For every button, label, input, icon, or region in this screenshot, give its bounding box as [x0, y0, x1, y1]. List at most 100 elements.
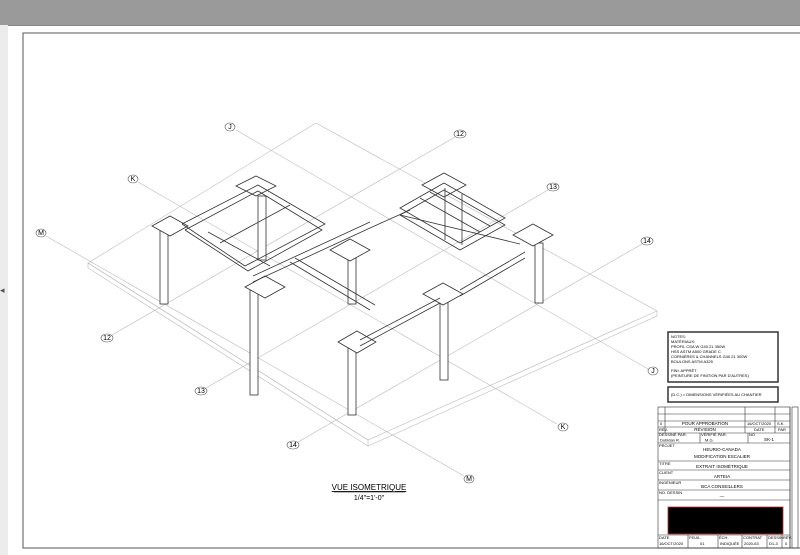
drawing-text: RÉVISION — [694, 426, 716, 432]
drawing-line — [359, 297, 441, 341]
drawing-text: CLIENT — [659, 470, 674, 475]
sheet-title: EXTRAIT ISOMÉTRIQUE — [696, 463, 748, 469]
grid-bubble-j: J — [647, 366, 659, 376]
drawing-text: PROJET — [659, 443, 675, 448]
view-scale: 1/4"=1'-0" — [354, 495, 385, 502]
drawing-text: 12 — [103, 335, 111, 342]
drawing-line — [207, 231, 271, 267]
drawing-text: RÉV. — [659, 427, 668, 432]
grid-bubble-12: 12 — [453, 129, 467, 139]
checked-by: M.G. — [705, 438, 714, 443]
grid-bubble-12: 12 — [100, 333, 114, 343]
drawing-line — [181, 184, 326, 267]
job-number: 2020-63 — [744, 541, 759, 546]
drawing-text: NO. DESSIN — [659, 490, 682, 495]
drawing-line — [194, 386, 208, 396]
rev-description: POUR APPROBATION — [682, 421, 728, 426]
client: ARTEIA — [714, 474, 730, 479]
drawing-text: VÉRIFIÉ PAR: — [701, 432, 727, 437]
drawing-number: SK-1 — [764, 437, 775, 442]
grid-bubble-13: 13 — [194, 386, 208, 396]
drawing-text: 14 — [289, 442, 297, 449]
drawing-line — [294, 257, 376, 306]
drawing-text: INGÉNIEUR — [659, 480, 681, 485]
drawing-line — [127, 174, 139, 184]
drawing-text: K — [561, 424, 566, 431]
engineer: BCA CONSEILLERS — [701, 484, 743, 489]
grid-bubble-k: K — [557, 422, 569, 432]
drawing-line — [791, 406, 799, 549]
drawn-by: Dubidan R. — [660, 438, 680, 443]
drawing-line — [35, 228, 47, 238]
drawing-text: FINI: APPRÊT — [671, 368, 697, 373]
grid-line-13 — [205, 189, 549, 389]
drawing-line — [399, 182, 506, 244]
sheet-number: 01 — [700, 541, 705, 546]
drawing-line — [184, 190, 323, 272]
drawing-text: M — [466, 476, 472, 483]
drawing-line — [252, 221, 371, 277]
drawing-line — [647, 366, 659, 376]
grid-bubble-13: 13 — [546, 182, 560, 192]
drawing-text: J — [228, 124, 232, 131]
chevron-left-icon[interactable]: ◂ — [0, 285, 5, 295]
drawing-line — [399, 189, 506, 251]
drawing-text: NOTES: — [671, 334, 686, 339]
project-name: HEURIO-CANADA — [703, 447, 741, 452]
dwg-number: D1-3 — [769, 541, 778, 546]
drawing-line — [429, 191, 491, 227]
drawing-line — [667, 386, 779, 403]
drawing-line — [640, 236, 654, 246]
viewer-toolbar — [0, 0, 800, 26]
drawing-text: RÉV. — [783, 535, 792, 540]
drawing-line — [459, 251, 526, 291]
drawing-line — [459, 257, 526, 297]
drawing-text: (PEINTURE DE FINITION PAR D'AUTRES) — [671, 373, 749, 378]
drawing-text: 13 — [549, 184, 557, 191]
drawing-text: DATE — [659, 535, 670, 540]
drawing-text: NO — [749, 432, 755, 437]
drawing-text: HSS ASTM A500 GRADE C — [671, 349, 721, 354]
drawing-text: 14 — [643, 238, 651, 245]
drawing-line — [546, 182, 560, 192]
drawing-line — [463, 474, 475, 484]
field-dimension-note: (D.C.) = DIMENSIONS VÉRIFIÉES AU CHANTIE… — [667, 386, 779, 403]
column — [159, 227, 169, 305]
viewer-left-strip — [0, 25, 8, 555]
project-description: MODIFICATION ESCALIER — [694, 454, 751, 459]
drawing-line — [286, 440, 300, 450]
drawing-line: 0 POUR APPROBATION 16/OCT/2020 S.K. RÉV.… — [659, 421, 792, 546]
issue-date: 16/OCT/2020 — [659, 541, 684, 546]
rev-number: 0 — [660, 421, 663, 426]
drawing-text: PAR — [778, 427, 786, 432]
drawing-text: K — [131, 176, 136, 183]
isometric-view — [45, 122, 658, 477]
rev-date: 16/OCT/2020 — [747, 421, 772, 426]
column — [534, 242, 544, 304]
grid-bubble-k: K — [127, 174, 139, 184]
drawing-text: J — [651, 368, 655, 375]
redacted-logo-area — [667, 506, 784, 535]
drawing-text: MATÉRIAUX: — [671, 339, 695, 344]
drawing-line — [667, 331, 779, 383]
grid-line-12 — [111, 136, 456, 336]
drawing-line — [289, 261, 371, 311]
drawing-text: DATE — [754, 427, 765, 432]
drawing-line — [252, 227, 371, 283]
drawing-line — [453, 129, 467, 139]
drawing-text: TITRE — [659, 461, 671, 466]
grid-bubble-m: M — [463, 474, 475, 484]
drawing-text: (D.C.) = DIMENSIONS VÉRIFIÉES AU CHANTIE… — [671, 392, 762, 397]
drawing-line — [219, 204, 291, 244]
drawing-text: CORNIÈRES & CHANNELS G40.21 300W — [671, 354, 747, 359]
drawing-text: PROFIL CSA W G40.21 350W — [671, 344, 725, 349]
grid-bubbles: J 12 K 13 M 14 12 J 13 K 14 M — [35, 122, 659, 484]
drawing-line — [367, 311, 658, 447]
drawing-text: DESSINÉ PAR: — [659, 432, 687, 437]
grid-line-j — [235, 129, 649, 370]
drawing-text: M — [38, 230, 44, 237]
view-title: VUE ISOMETRIQUE — [332, 483, 407, 492]
drawing-text: BOULONS ASTM A325 — [671, 359, 714, 364]
drawing-line — [419, 197, 481, 233]
